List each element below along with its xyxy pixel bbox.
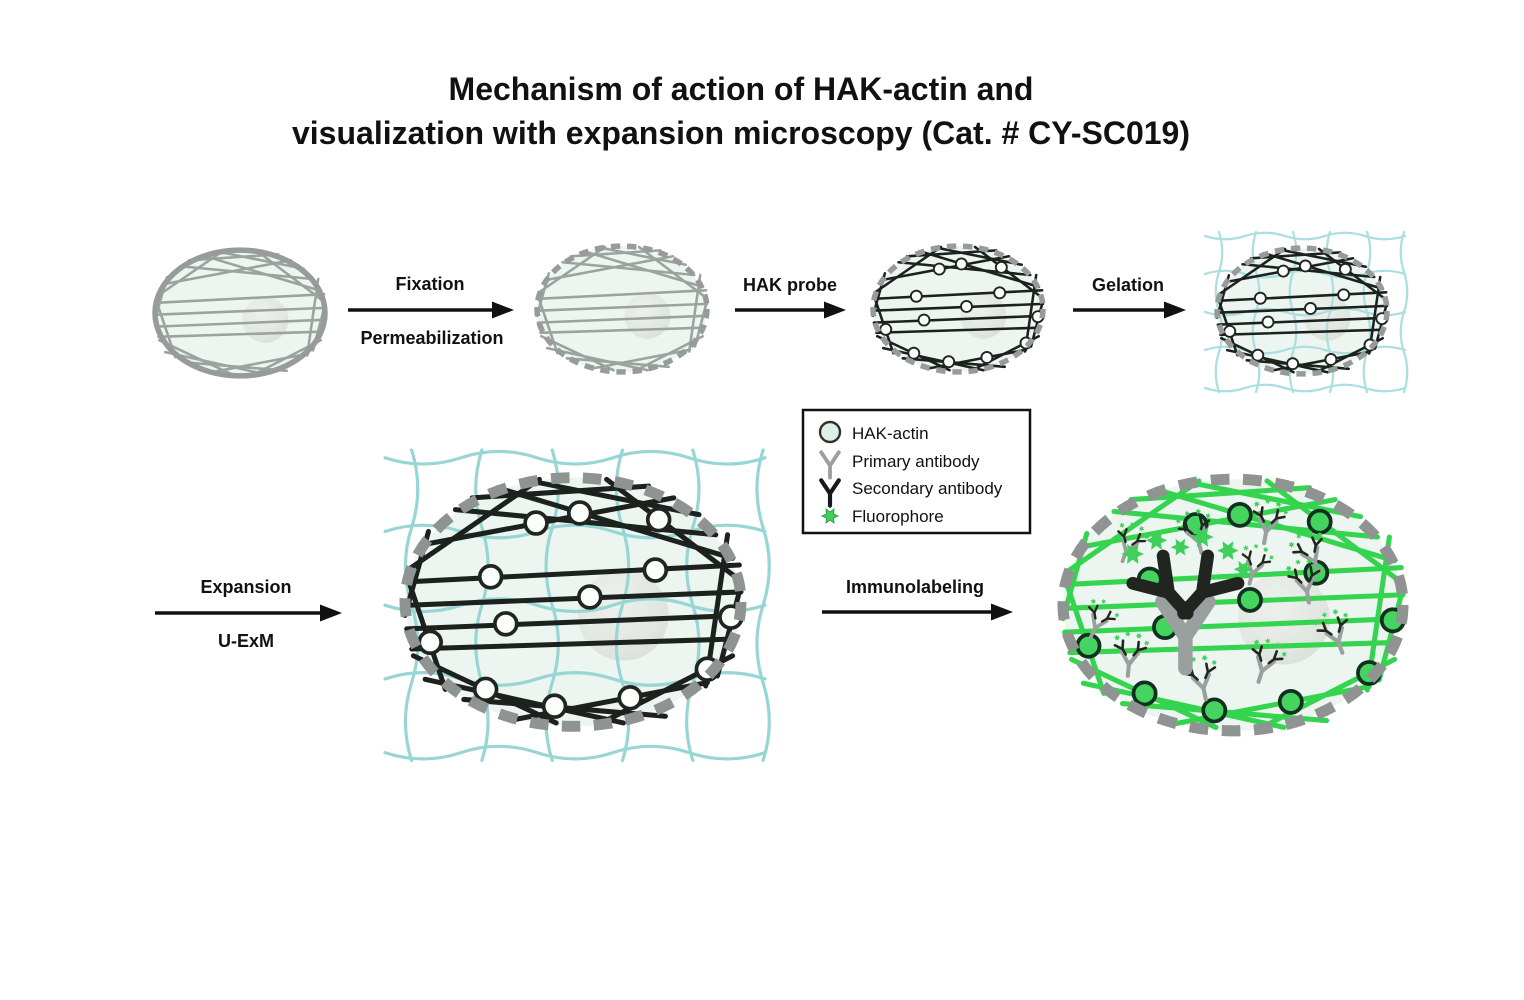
cell-fixed-permeabilized [537, 246, 707, 372]
title-line-1: Mechanism of action of HAK-actin and [449, 71, 1034, 107]
arrow-head-icon [492, 301, 514, 319]
legend-label-secondary-antibody: Secondary antibody [852, 479, 1003, 498]
legend-label-hak-actin: HAK-actin [852, 424, 929, 443]
expansion-label: Expansion [200, 577, 291, 597]
arrow-head-icon [824, 301, 846, 319]
arrow-hak-probe: HAK probe [735, 275, 846, 319]
fixation-label: Fixation [395, 274, 464, 294]
legend-label-primary-antibody: Primary antibody [852, 452, 980, 471]
immunolabeling-label: Immunolabeling [846, 577, 984, 597]
u-exm-label: U-ExM [218, 631, 274, 651]
cell-immunolabeled [1063, 479, 1404, 731]
page-title: Mechanism of action of HAK-actin and vis… [292, 71, 1190, 151]
permeabilization-label: Permeabilization [360, 328, 503, 348]
arrow-head-icon [1164, 301, 1186, 319]
legend: HAK-actin Primary antibody Secondary ant… [801, 408, 1032, 535]
arrow-gelation: Gelation [1073, 275, 1186, 319]
cell-hak-probe-bound [873, 246, 1043, 372]
arrow-head-icon [320, 604, 342, 622]
legend-label-fluorophore: Fluorophore [852, 507, 944, 526]
cell-expanded [383, 448, 771, 762]
arrow-head-icon [991, 603, 1013, 621]
arrow-immunolabeling: Immunolabeling [822, 577, 1013, 621]
arrow-fixation: Fixation Permeabilization [348, 274, 514, 348]
hak-actin-icon [818, 420, 842, 444]
hak-probe-label: HAK probe [743, 275, 837, 295]
cell-gelated [1204, 231, 1408, 393]
title-line-2: visualization with expansion microscopy … [292, 115, 1190, 151]
arrow-expansion: Expansion U-ExM [155, 577, 342, 651]
cell-untreated [155, 250, 325, 376]
gelation-label: Gelation [1092, 275, 1164, 295]
